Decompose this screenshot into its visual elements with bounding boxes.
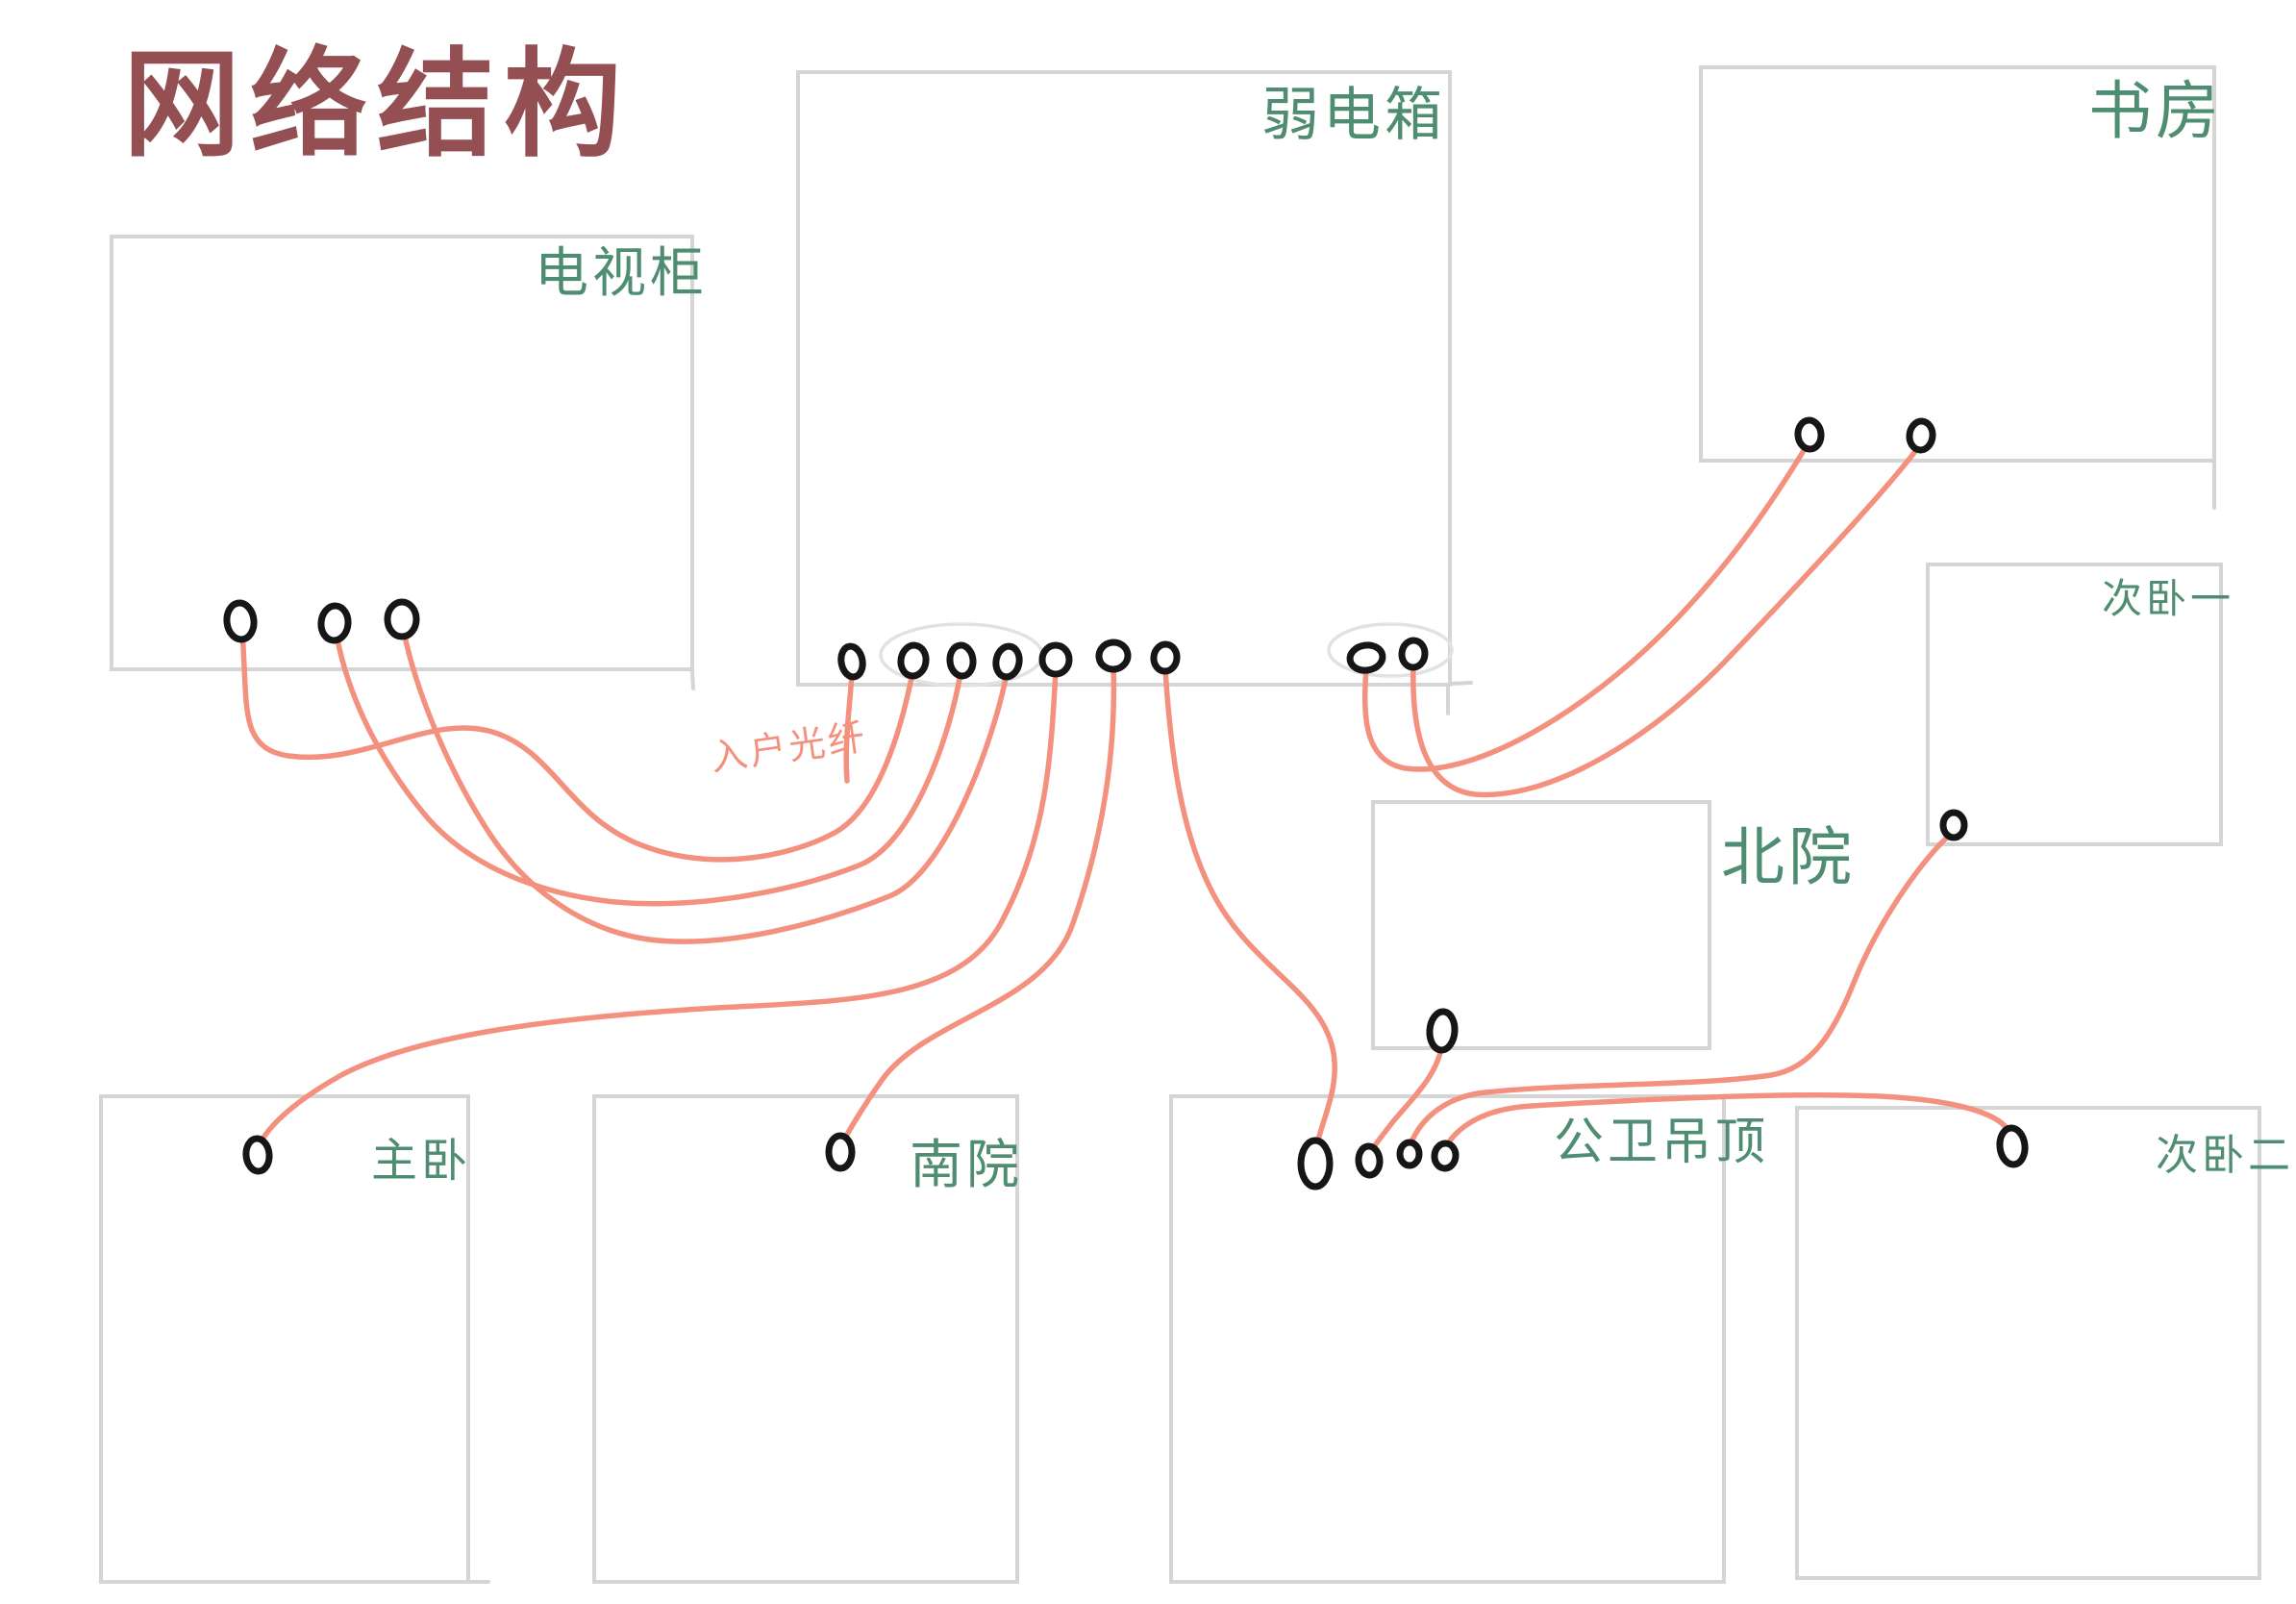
port-tv-1 — [223, 599, 258, 643]
port-bath-1 — [1297, 1137, 1334, 1190]
wire-bath-to-bedroom1 — [1408, 830, 1955, 1147]
room-label-study: 书房 — [2088, 75, 2223, 146]
port-hub-1 — [837, 642, 866, 681]
wire-north-to-bath — [1367, 1045, 1444, 1155]
port-hub-3 — [946, 641, 977, 680]
room-box-bath-ceiling — [1169, 1094, 1726, 1584]
wire-hub-to-tv-a — [239, 630, 915, 863]
wire-hub-to-south — [839, 664, 1117, 1147]
diagram-title: 网络结构 — [123, 39, 631, 170]
port-bath-2 — [1355, 1142, 1384, 1179]
port-bedroom2-1port — [1996, 1124, 2029, 1168]
room-box-master-bedroom — [99, 1094, 470, 1584]
port-hub-9 — [1398, 637, 1429, 671]
port-study-1 — [1794, 416, 1825, 453]
box-stroke-overshoot — [690, 669, 695, 690]
wire-hub-to-study-b — [1410, 443, 1922, 798]
room-label-master-bedroom: 主卧 — [371, 1136, 472, 1187]
port-hub-2 — [897, 641, 930, 680]
wire-hub-to-master — [256, 667, 1059, 1149]
room-label-hub-box: 弱电箱 — [1261, 83, 1446, 147]
port-bath-3 — [1396, 1139, 1423, 1169]
wire-hub-to-tv-b — [334, 632, 963, 907]
wire-hub-to-bath — [1162, 666, 1337, 1151]
port-hub-6 — [1095, 639, 1132, 673]
port-south-1 — [825, 1132, 856, 1172]
port-master-1 — [242, 1135, 273, 1175]
room-label-south-yard: 南院 — [910, 1135, 1024, 1194]
room-label-north-yard: 北院 — [1721, 821, 1856, 892]
port-hub-8 — [1346, 641, 1386, 674]
port-bedroom1-1 — [1939, 809, 1968, 841]
box-stroke-overshoot — [1448, 681, 1473, 686]
room-box-tv-cabinet — [110, 235, 694, 671]
port-hub-4 — [992, 642, 1023, 681]
wire-bath-to-bedroom2 — [1443, 1092, 2015, 1149]
port-bath-4 — [1431, 1140, 1460, 1172]
port-study-2 — [1906, 417, 1936, 454]
room-label-second-bedroom-1: 次卧一 — [2102, 576, 2235, 621]
port-hub-7 — [1150, 640, 1181, 675]
port-tv-2 — [317, 602, 352, 644]
room-box-hub-box — [796, 70, 1452, 687]
wire-hub-to-study-a — [1361, 441, 1810, 772]
room-label-second-bedroom-2: 次卧二 — [2156, 1132, 2294, 1179]
room-label-tv-cabinet: 电视柜 — [535, 242, 708, 303]
wire-incoming-fiber — [843, 670, 855, 784]
port-north-1 — [1426, 1008, 1459, 1054]
port-tv-3 — [384, 598, 420, 640]
room-box-second-bedroom-2 — [1795, 1106, 2261, 1580]
port-group-outline-2 — [1327, 622, 1454, 678]
wire-hub-to-tv-c — [401, 629, 1010, 944]
room-box-south-yard — [592, 1094, 1019, 1584]
port-hub-5 — [1038, 641, 1073, 678]
room-box-second-bedroom-1 — [1926, 563, 2223, 846]
room-box-study — [1699, 65, 2216, 463]
room-label-bath-ceiling: 公卫吊顶 — [1554, 1115, 1770, 1170]
room-box-north-yard — [1371, 800, 1711, 1050]
